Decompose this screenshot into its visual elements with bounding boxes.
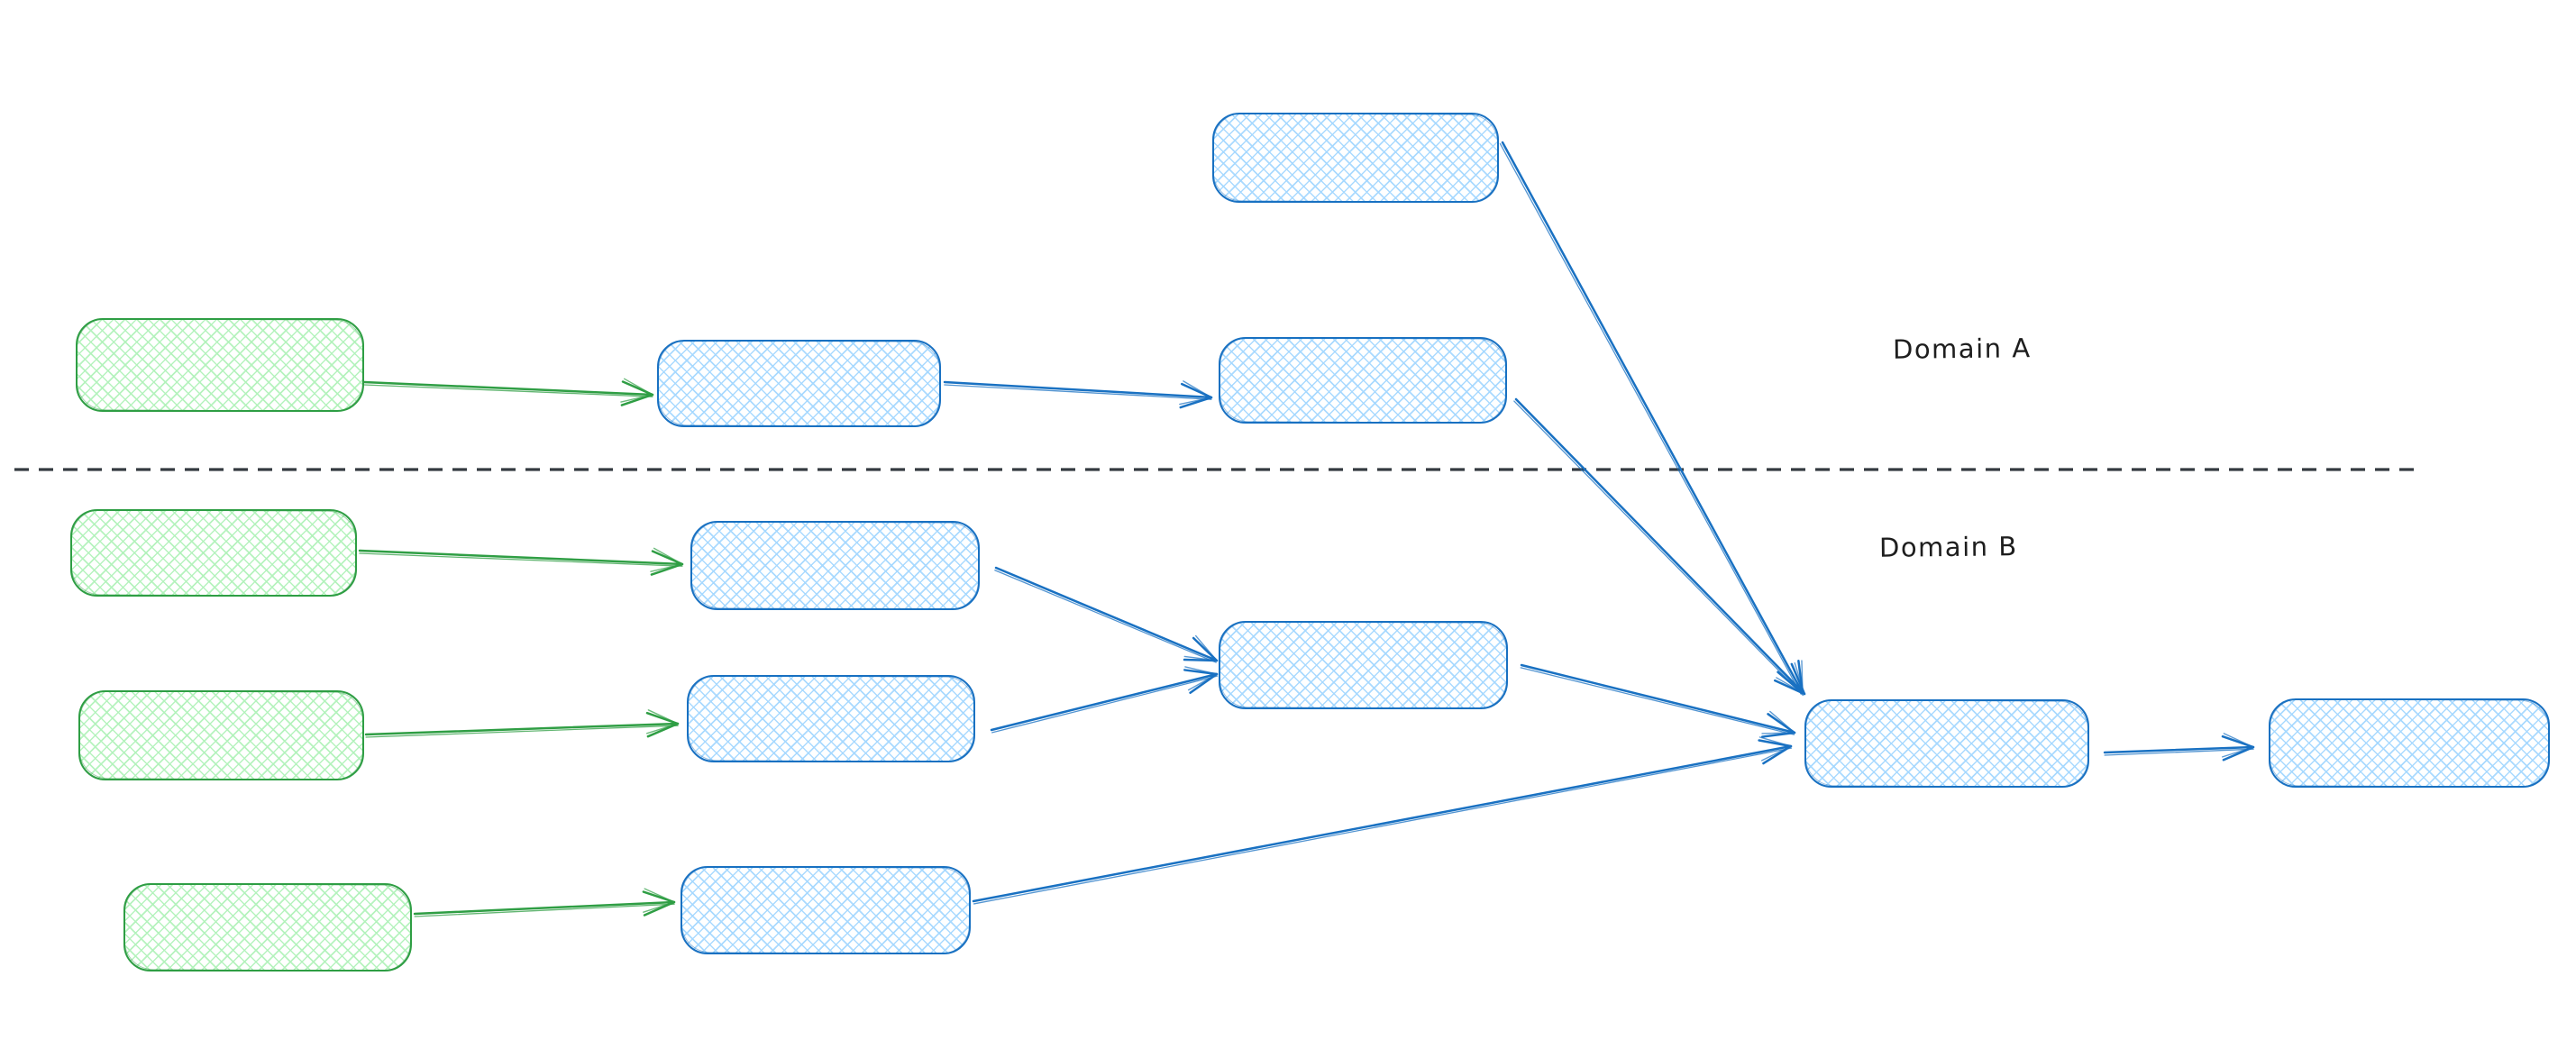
edge-i-j-arrow — [413, 888, 676, 917]
node-f — [1219, 621, 1508, 709]
node-b2 — [1212, 113, 1499, 203]
node-h — [2269, 698, 2550, 788]
edge-b3-g-arrow — [1513, 397, 1806, 697]
node-d1 — [690, 521, 980, 610]
edge-b1-b3-arrow — [943, 380, 1213, 409]
edge-b2-g-arrow — [1499, 141, 1804, 695]
edge-e-d2-arrow — [364, 709, 680, 738]
node-e — [78, 690, 364, 780]
node-g — [1804, 699, 2089, 788]
edge-f-g-arrow — [1520, 663, 1796, 738]
domain-a-label: Domain A — [1892, 333, 2032, 365]
node-b1 — [657, 340, 941, 427]
node-a — [76, 318, 364, 412]
node-j — [681, 866, 971, 954]
edge-c-d1-arrow — [358, 547, 684, 576]
edge-j-g-arrow — [972, 736, 1793, 905]
edge-d1-f-arrow — [994, 566, 1219, 663]
node-b3 — [1219, 337, 1507, 424]
node-d2 — [687, 675, 975, 762]
node-c — [70, 509, 357, 597]
edge-a-b1-arrow — [362, 378, 654, 406]
domain-b-label: Domain B — [1878, 531, 2018, 563]
edge-g-h-arrow — [2103, 733, 2255, 762]
edge-d2-f-arrow — [990, 666, 1219, 734]
node-i — [123, 883, 412, 971]
